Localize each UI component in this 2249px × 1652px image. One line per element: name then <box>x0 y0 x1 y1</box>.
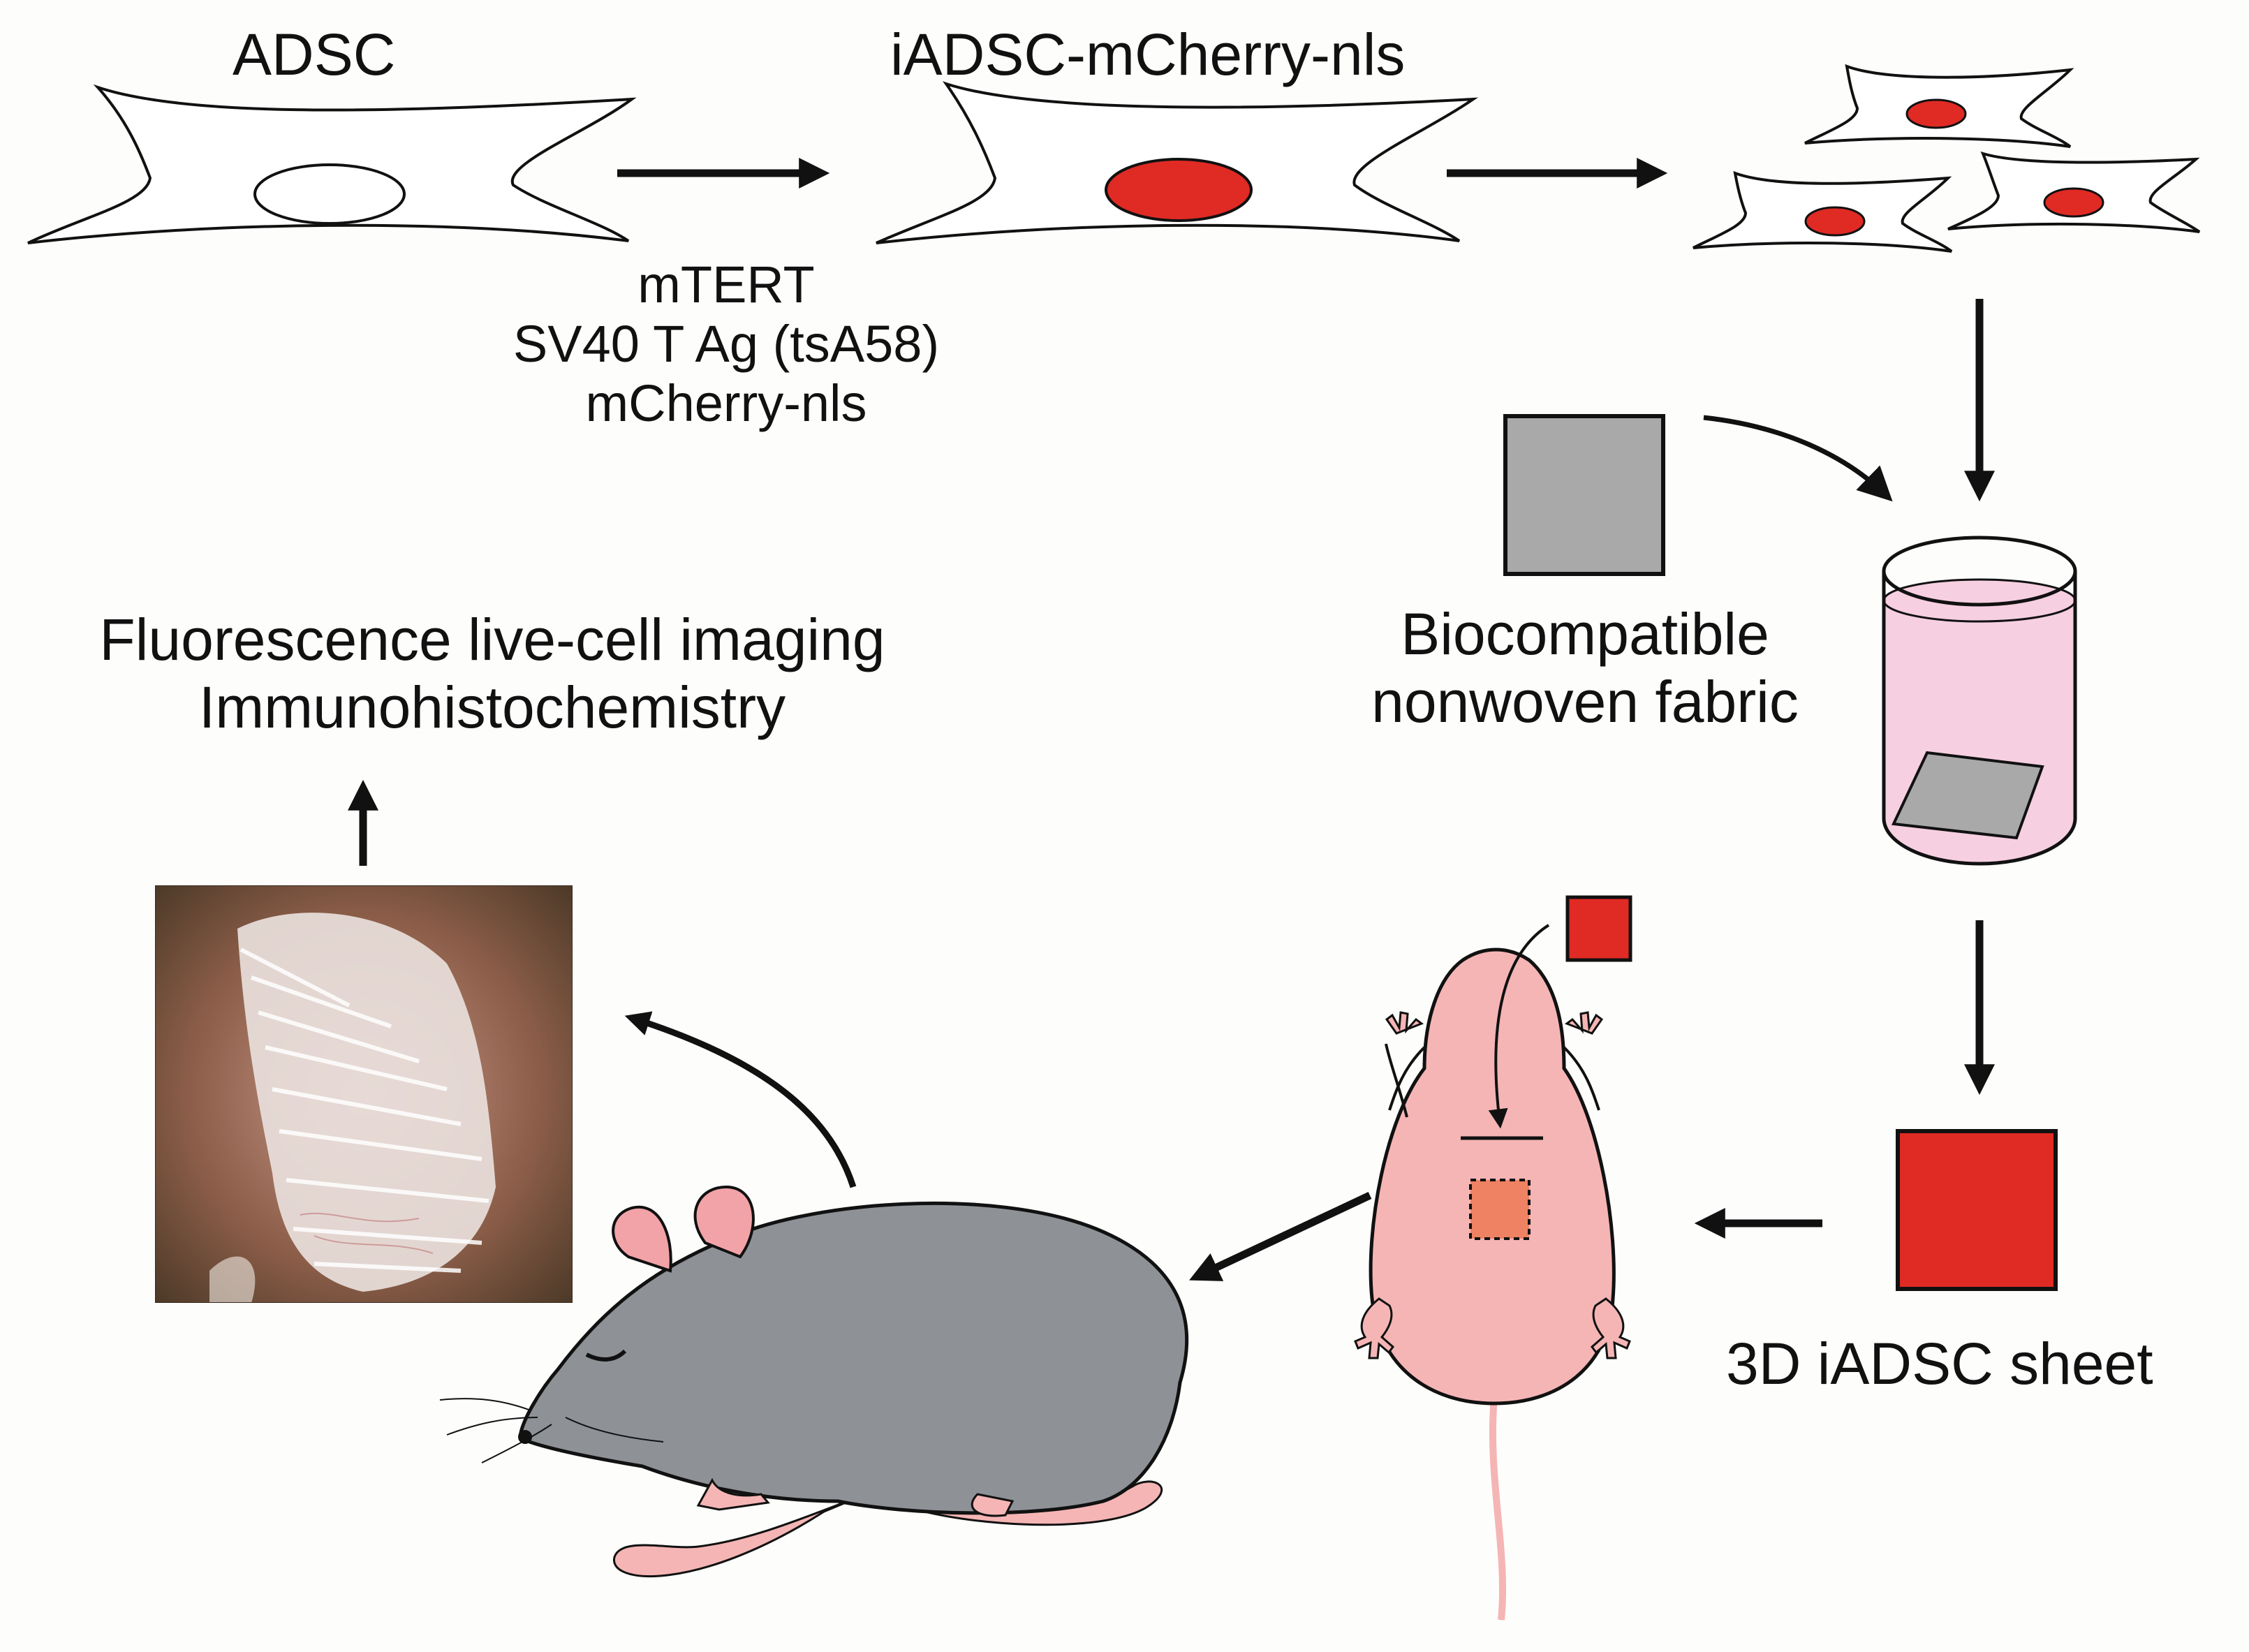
stem-cell-icon <box>27 84 637 244</box>
fabric-square-icon <box>1503 414 1665 576</box>
nucleus-empty <box>253 163 406 225</box>
culture-dish-icon <box>1882 536 2077 866</box>
arrow-fabric-to-dish <box>1703 415 1893 502</box>
analysis-line-1: Fluorescence live-cell imaging <box>99 607 885 672</box>
host-mouse-icon <box>439 1185 1189 1578</box>
arrow-to-host <box>1189 1192 1372 1281</box>
label-adsc: ADSC <box>233 22 396 87</box>
factor-sv40: SV40 T Ag (tsA58) <box>513 315 940 374</box>
label-factors: mTERT SV40 T Ag (tsA58) mCherry-nls <box>447 255 1005 433</box>
analysis-line-2: Immunohistochemistry <box>198 674 786 740</box>
cell-sheet-icon <box>1896 1129 2058 1291</box>
label-analysis: Fluorescence live-cell imaging Immunohis… <box>0 606 985 741</box>
label-sheet: 3D iADSC sheet <box>1726 1331 2153 1396</box>
graft-site <box>1469 1179 1531 1240</box>
factor-mcherry: mCherry-nls <box>585 374 867 433</box>
label-fabric: Biocompatible nonwoven fabric <box>1299 600 1871 735</box>
fabric-in-dish <box>1892 751 2044 840</box>
small-sheet-icon <box>1565 895 1632 962</box>
explant-photo <box>155 885 573 1303</box>
factor-mtert: mTERT <box>637 256 815 314</box>
fabric-line-2: nonwoven fabric <box>1371 668 1799 735</box>
fabric-line-1: Biocompatible <box>1401 601 1769 667</box>
arrow-explant <box>624 1011 857 1188</box>
label-iadsc: iADSC-mCherry-nls <box>890 22 1406 87</box>
arrow-insert-sheet <box>1488 924 1550 1129</box>
expanded-cells-icon <box>1693 64 2201 253</box>
nude-mouse-icon <box>1354 895 1632 1621</box>
labeled-cell-icon <box>876 81 1479 244</box>
nucleus-red <box>1105 158 1253 222</box>
